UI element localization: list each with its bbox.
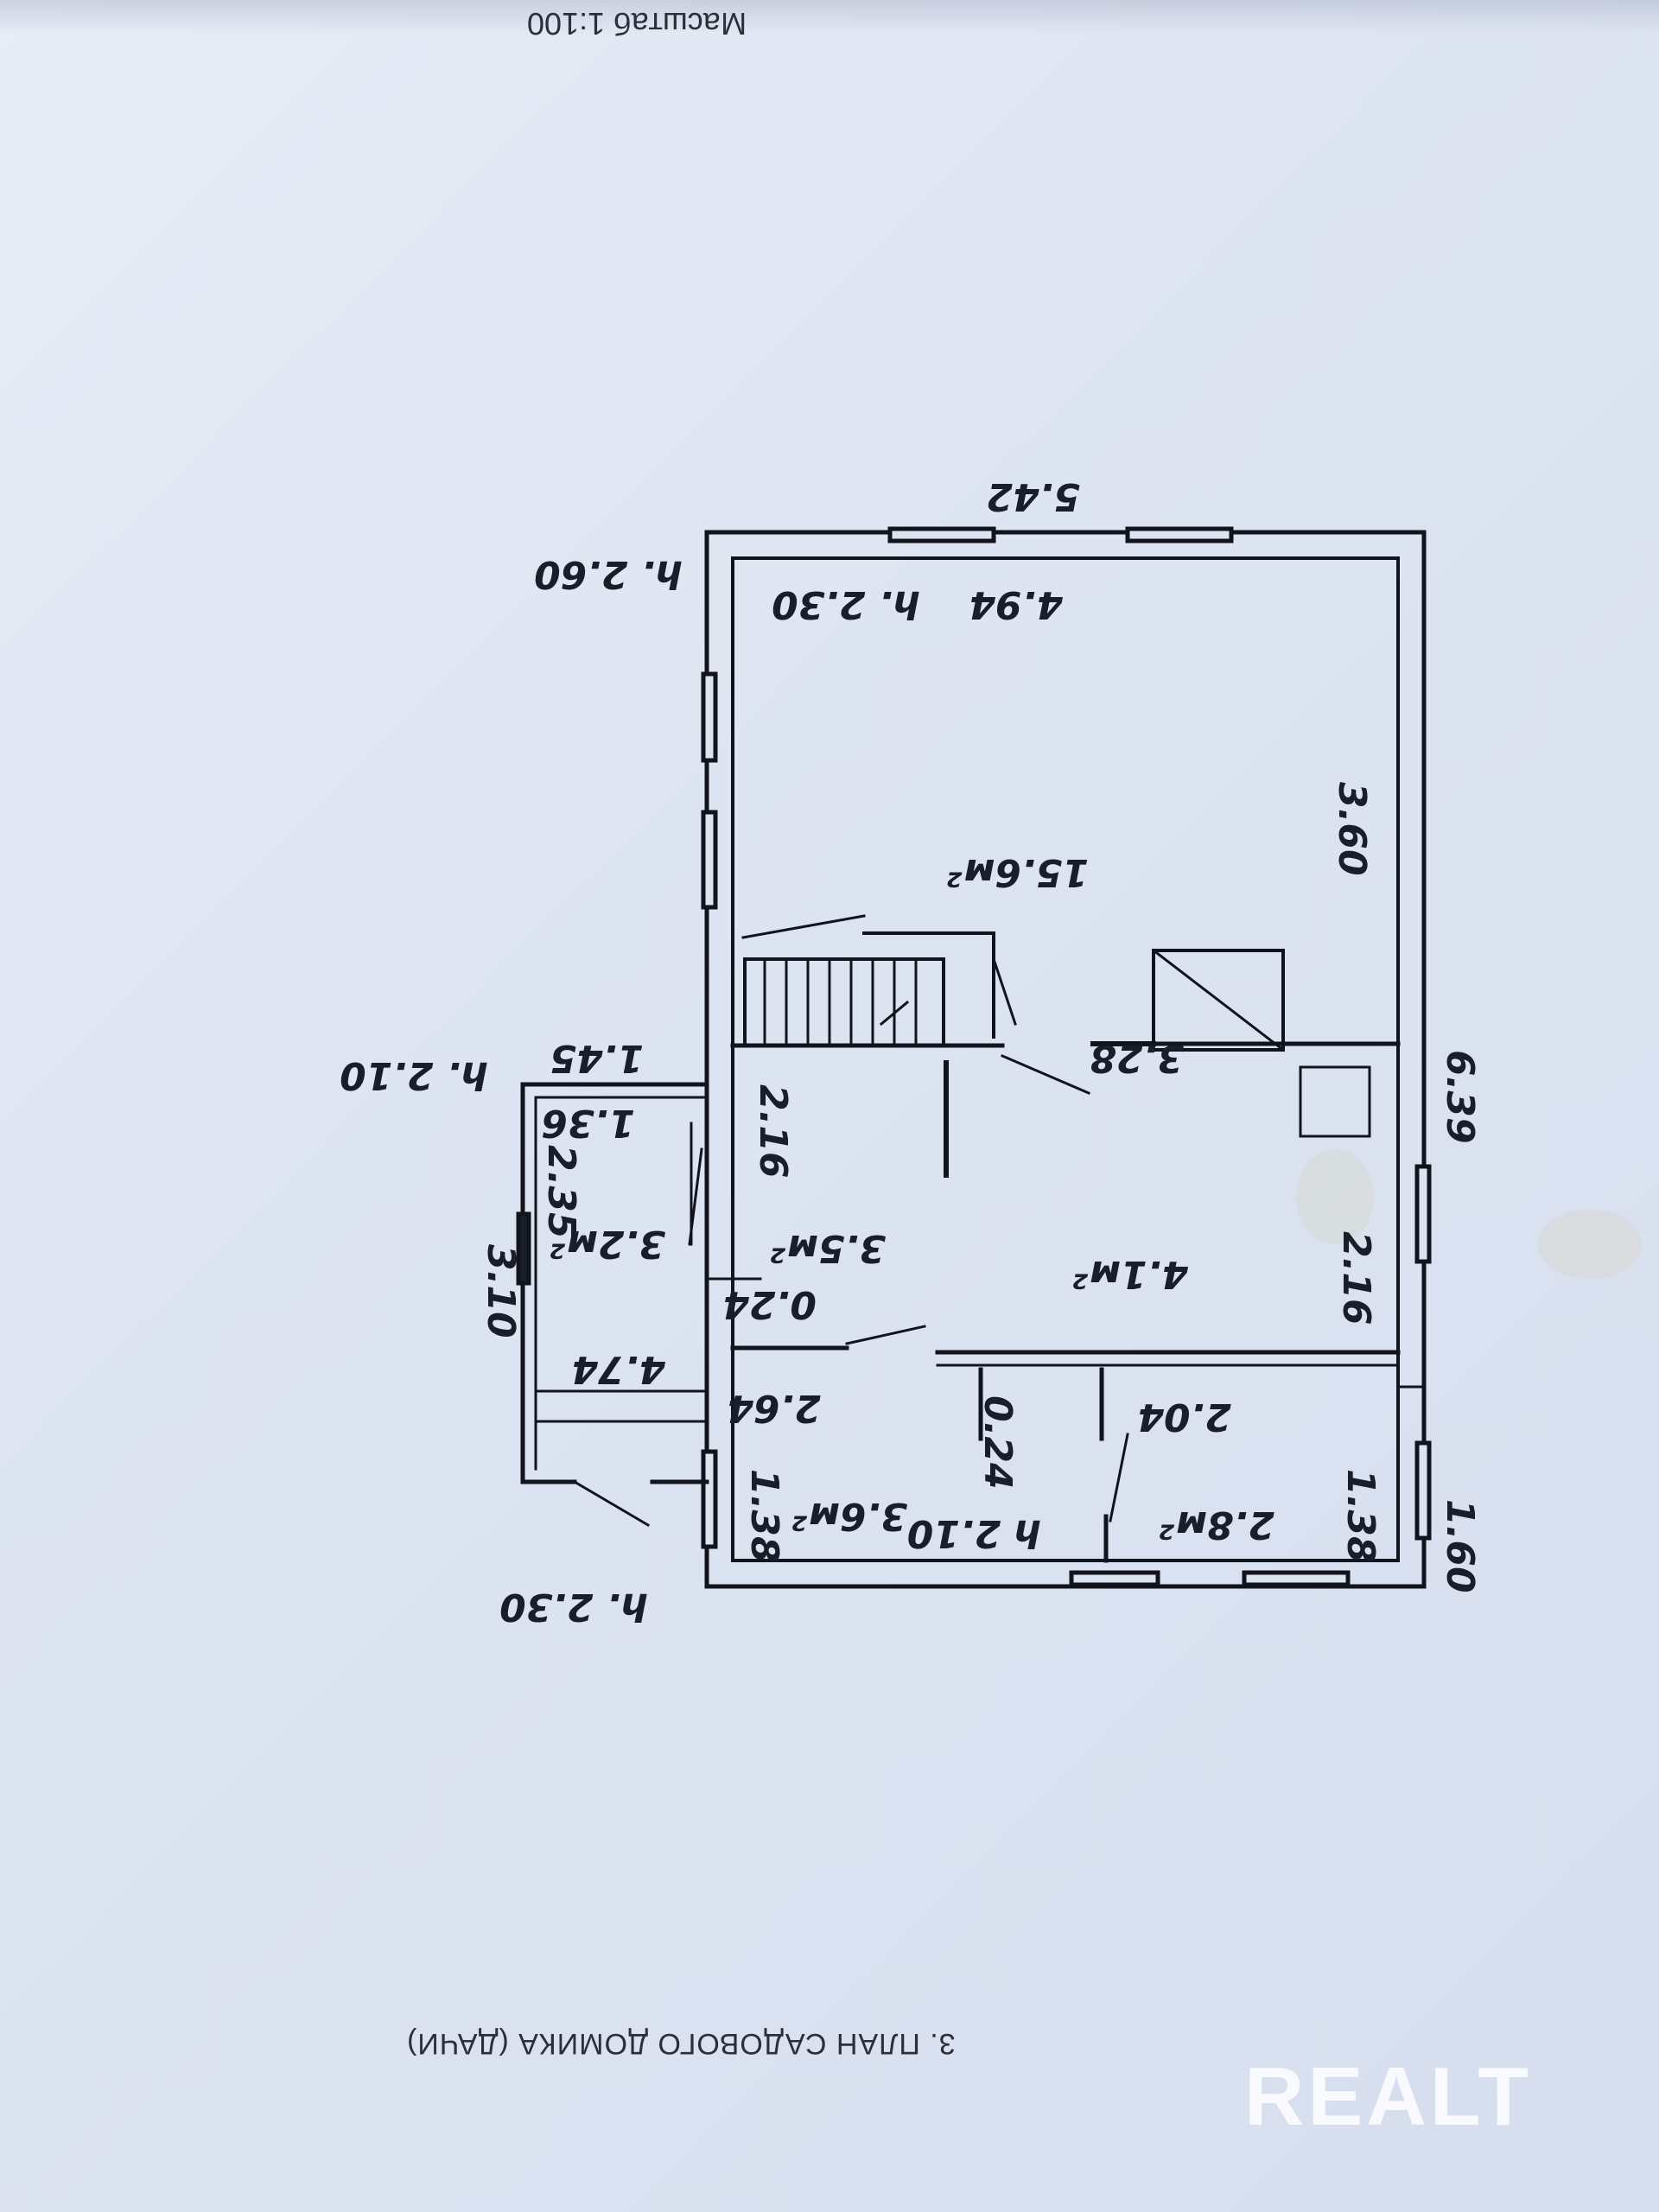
kitchen-area: 4.1м²	[1073, 1252, 1189, 1296]
hall-area: 3.5м²	[771, 1226, 886, 1270]
room4-area: 2.8м²	[1160, 1503, 1274, 1547]
sink	[1299, 1065, 1371, 1138]
veranda-window	[516, 1211, 531, 1286]
window	[701, 1449, 718, 1549]
door-swing	[741, 914, 866, 939]
dim-overall-length: 6.39	[1438, 1050, 1482, 1144]
window	[701, 671, 718, 763]
stain	[1538, 1210, 1642, 1279]
dim-veranda-height: h. 2.10	[340, 1053, 488, 1097]
dim-room4-top: 2.04	[1137, 1395, 1231, 1439]
window	[1242, 1570, 1351, 1587]
dim-room3-top: 2.64	[727, 1386, 821, 1430]
window	[1069, 1570, 1160, 1587]
dim-room3-height: h 2.10	[907, 1511, 1041, 1555]
dim-room3-side: 1.38	[742, 1469, 786, 1563]
realt-watermark-logo: REALT	[1244, 2050, 1532, 2143]
window	[1414, 1440, 1432, 1541]
window	[1125, 526, 1234, 543]
dim-room1-height: h. 2.30	[772, 582, 920, 626]
room1-area: 15.6м²	[947, 850, 1089, 894]
dim-room4-side: 1.38	[1338, 1469, 1382, 1563]
dim-room1-width: 4.94	[969, 582, 1064, 626]
window	[887, 526, 996, 543]
dim-house-height: h. 2.60	[534, 552, 683, 596]
veranda-area: 3.2м²	[550, 1222, 665, 1266]
dim-bottom-height: h. 2.30	[499, 1585, 648, 1629]
window	[701, 810, 718, 910]
outer-wall	[704, 530, 1427, 1589]
dim-room1-side: 3.60	[1330, 782, 1374, 876]
stove	[1152, 949, 1285, 1052]
dim-veranda-inner: 2.35	[539, 1145, 583, 1239]
inner-wall	[731, 556, 1400, 1562]
stain	[1296, 1149, 1374, 1244]
stair-rail	[862, 931, 995, 1039]
veranda-inner	[534, 1096, 709, 1471]
dim-right-bottom: 1.60	[1438, 1499, 1482, 1593]
dim-stairs: 3.28	[1090, 1036, 1184, 1080]
dim-partition: 0.24	[976, 1395, 1020, 1490]
dim-veranda-bottom: 4.74	[571, 1347, 666, 1391]
room3-area: 3.6м²	[792, 1494, 907, 1538]
leader	[1001, 1054, 1090, 1095]
door-swing	[992, 957, 1017, 1026]
page-edge-shadow	[0, 0, 1659, 35]
dim-overall-width: 5.42	[986, 474, 1080, 518]
dim-hall-side: 2.16	[751, 1084, 795, 1179]
dim-veranda-width: 1.45	[550, 1036, 644, 1080]
staircase	[743, 957, 945, 1047]
dim-kitchen-side: 2.16	[1334, 1231, 1378, 1325]
plan-caption: 3. ПЛАН САДОВОГО ДОМИКА (ДАЧИ)	[406, 2027, 956, 2060]
dim-hall-door: 0.24	[722, 1282, 817, 1326]
dim-veranda-length: 3.10	[479, 1244, 523, 1338]
window	[1414, 1164, 1432, 1264]
dim-veranda-side: 1.36	[541, 1101, 635, 1145]
